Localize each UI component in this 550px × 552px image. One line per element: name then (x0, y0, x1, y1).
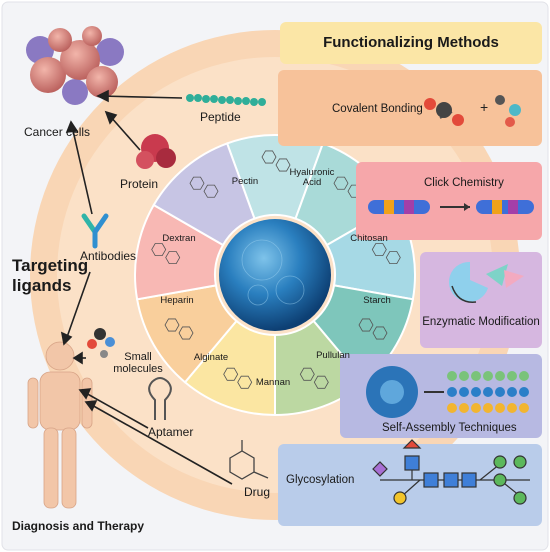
ligand-small-molecules-label: Small molecules (113, 351, 163, 375)
method-enzymatic-label: Enzymatic Modification (422, 316, 540, 328)
ligand-peptide-label: Peptide (200, 110, 241, 124)
sugar-structure-icon (371, 243, 401, 265)
method-glycosylation-label: Glycosylation (286, 474, 355, 486)
sugar-structure-icon (151, 243, 181, 265)
click-chemistry-icon (368, 200, 534, 214)
panel-title-box (280, 22, 542, 64)
ligand-protein-label: Protein (120, 177, 159, 191)
ring-segment-dextran (152, 142, 256, 247)
seg-heparin-label: Heparin (160, 295, 194, 306)
method-box-click (356, 162, 542, 240)
sugar-structure-icon (164, 318, 194, 340)
panel-title: Functionalizing Methods (323, 34, 499, 51)
sugar-structure-icon (223, 367, 253, 389)
targeting-title: Targeting ligands (12, 256, 89, 295)
ligand-antibodies-label: Antibodies (80, 249, 137, 263)
cancer-cells-icon (26, 26, 124, 105)
ligand-drug-label: Drug (244, 485, 271, 499)
method-covalent-label: Covalent Bonding (332, 103, 423, 115)
seg-starch-label: Starch (363, 295, 391, 306)
cancer-cells-label: Cancer cells (24, 125, 91, 139)
seg-pullulan-label: Pullulan (316, 350, 350, 361)
sugar-structure-icon (299, 367, 329, 389)
human-body-icon (27, 341, 93, 509)
micelle-icon (366, 366, 529, 418)
method-click-label: Click Chemistry (424, 177, 504, 189)
small-molecule-icon (87, 328, 115, 358)
enzyme-icon (448, 261, 524, 303)
seg-hyaluronic-label: Hyaluronic Acid (289, 167, 335, 188)
sugar-structure-icon (261, 150, 291, 172)
seg-pectin-label: Pectin (231, 176, 259, 187)
aptamer-icon (148, 377, 172, 420)
method-box-enzymatic (420, 252, 542, 348)
sugar-structure-icon (189, 176, 219, 198)
antibody-icon (81, 213, 109, 249)
diagnosis-label: Diagnosis and Therapy (12, 519, 145, 533)
seg-mannan-label: Mannan (255, 377, 291, 388)
flow-arrows (60, 89, 233, 485)
sugar-structure-icon (358, 318, 388, 340)
protein-icon (136, 134, 176, 169)
peptide-chain-icon (186, 94, 266, 106)
method-selfassembly-label: Self-Assembly Techniques (382, 422, 517, 434)
method-box-covalent (278, 70, 542, 146)
method-box-glycosylation (278, 444, 542, 526)
ligand-aptamer-label: Aptamer (148, 425, 194, 439)
seg-dextran-label: Dextran (162, 233, 196, 244)
polysaccharide-ring (134, 134, 416, 417)
svg-text:+: + (480, 99, 488, 115)
seg-alginate-label: Alginate (193, 352, 229, 363)
drug-structure-icon (229, 440, 269, 480)
glycan-icon (372, 439, 530, 505)
seg-chitosan-label: Chitosan (350, 233, 388, 244)
covalent-glyph-icon: + (424, 95, 521, 127)
